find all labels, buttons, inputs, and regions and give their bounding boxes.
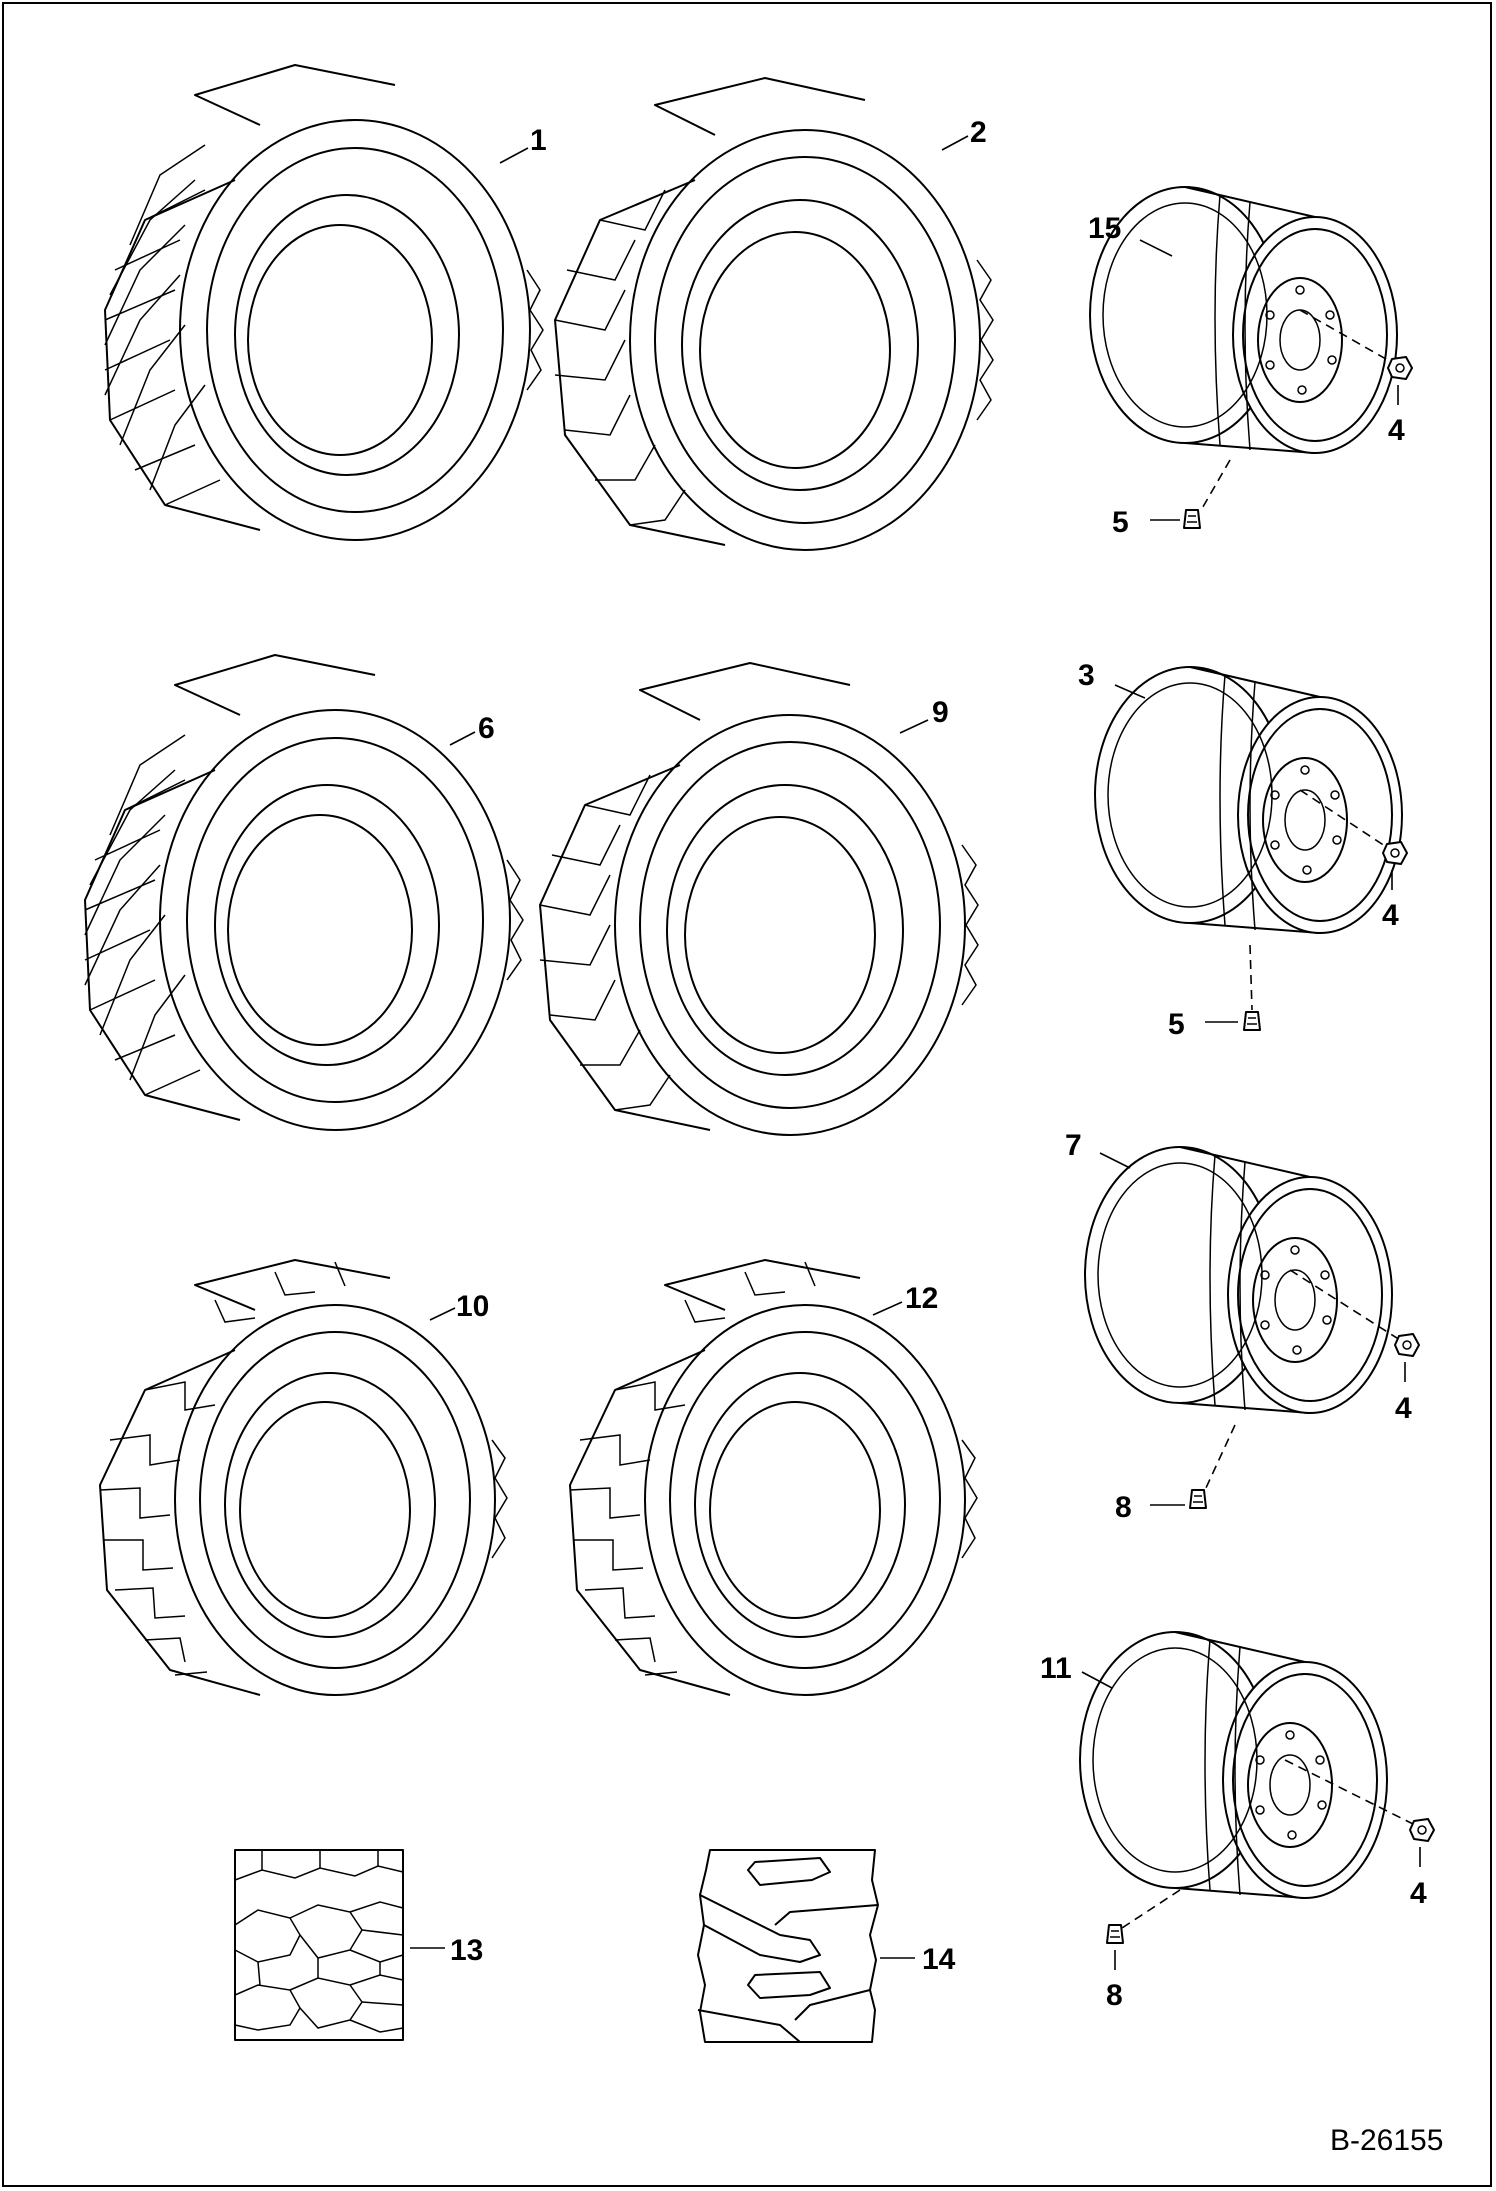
tire-1: [104, 64, 544, 541]
callout-11: 11: [1040, 1652, 1072, 1685]
leader-12: [872, 1301, 903, 1316]
callout-7: 7: [1065, 1129, 1082, 1162]
leader-3: [1114, 684, 1146, 699]
callout-6: 6: [478, 712, 495, 745]
callout-4d: 4: [1410, 1877, 1427, 1910]
callout-2: 2: [970, 116, 987, 149]
callout-5b: 5: [1168, 1008, 1185, 1041]
callout-4b: 4: [1382, 899, 1399, 932]
stud-line-4c: [1289, 1269, 1401, 1341]
tire-12: [569, 1259, 978, 1696]
valve-line-5b: [1249, 944, 1253, 1011]
tire-10: [99, 1259, 508, 1696]
leader-15: [1139, 239, 1173, 257]
callout-9: 9: [932, 696, 949, 729]
leader-6: [449, 731, 476, 746]
lug-nut-4d: [1409, 1818, 1435, 1842]
lug-nut-4a: [1387, 356, 1413, 380]
lug-nut-4c: [1394, 1333, 1420, 1357]
leader-10: [429, 1307, 456, 1321]
valve-5b: [1243, 1011, 1261, 1031]
tread-pattern-14: [697, 1849, 879, 2043]
rim-11: [1079, 1631, 1388, 1899]
callout-8a: 8: [1115, 1491, 1132, 1524]
callout-8b: 8: [1106, 1979, 1123, 2012]
tread-pattern-13: [234, 1849, 404, 2041]
leader-7: [1099, 1152, 1131, 1169]
leader-9: [899, 719, 929, 734]
figure-code: B-26155: [1330, 2124, 1443, 2157]
stud-line-4d: [1284, 1759, 1416, 1826]
valve-8b: [1106, 1924, 1124, 1944]
callout-3: 3: [1078, 659, 1095, 692]
tire-9: [539, 662, 979, 1136]
valve-8a: [1189, 1489, 1207, 1509]
leader-1: [499, 147, 529, 164]
valve-line-8b: [1121, 1889, 1181, 1929]
valve-line-5a: [1199, 459, 1231, 513]
callout-10: 10: [456, 1290, 489, 1323]
valve-line-8a: [1204, 1424, 1236, 1491]
stud-line-4a: [1299, 309, 1394, 364]
stud-line-4b: [1299, 789, 1389, 849]
rim-7: [1084, 1146, 1393, 1414]
callout-5a: 5: [1112, 506, 1129, 539]
callout-4a: 4: [1388, 414, 1405, 447]
leader-11: [1081, 1671, 1113, 1689]
callout-12: 12: [905, 1282, 938, 1315]
callout-14: 14: [922, 1943, 956, 1976]
tire-2: [554, 77, 994, 551]
rim-3: [1094, 666, 1403, 934]
callout-4c: 4: [1395, 1392, 1412, 1425]
callout-1: 1: [530, 124, 547, 157]
callout-13: 13: [450, 1934, 483, 1967]
tire-6: [84, 654, 524, 1131]
rim-15: [1089, 186, 1398, 454]
lug-nut-4b: [1382, 841, 1408, 865]
callout-15: 15: [1088, 212, 1121, 245]
leader-2: [941, 135, 969, 151]
valve-5a: [1183, 509, 1201, 529]
